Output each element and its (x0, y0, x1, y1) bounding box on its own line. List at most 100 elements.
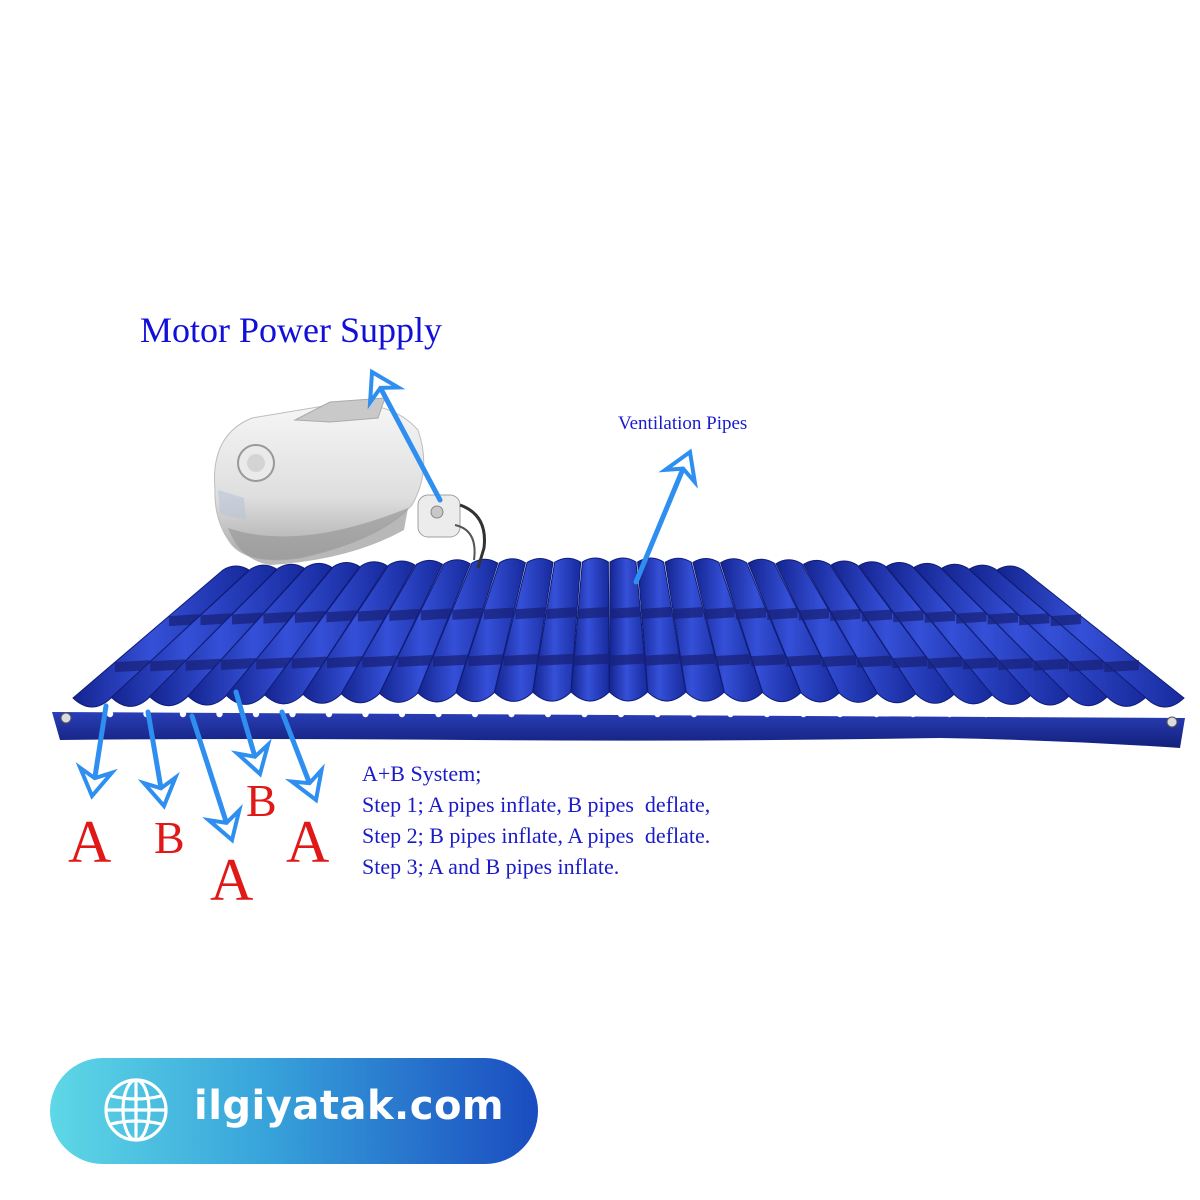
pipe-label-b2: B (246, 775, 277, 826)
pipe-label-a3: A (286, 809, 330, 875)
eyelet (179, 710, 187, 718)
step-1-text: Step 1; A pipes inflate, B pipes deflate… (362, 792, 711, 817)
pipe-strap (420, 608, 452, 621)
arrow-shaft (145, 709, 165, 799)
pipe-label-a1: A (68, 809, 112, 875)
eyelet (508, 710, 515, 718)
eyelet (471, 710, 479, 718)
ventilation-pipes-label: Ventilation Pipes (618, 413, 748, 434)
eyelet (398, 710, 406, 718)
pipe-strap (357, 609, 389, 622)
pipe-strap (291, 656, 327, 669)
grommet (1166, 716, 1178, 728)
pipe-strap (185, 658, 221, 671)
pipe-strap (256, 657, 291, 670)
arrow-head (202, 804, 243, 844)
pipe-strap (503, 653, 539, 666)
pipe-strap (1050, 614, 1081, 627)
pipe-strap (515, 607, 546, 620)
eyelet (763, 710, 771, 718)
eyelet (544, 710, 552, 718)
pipe-strap (483, 607, 515, 620)
pipe-label-b1: B (154, 812, 185, 863)
motor-power-supply-label: Motor Power Supply (140, 310, 443, 350)
arrow-head (230, 738, 272, 778)
arrow-head (284, 763, 325, 804)
pipe-strap (750, 654, 786, 667)
pipe-strap (998, 657, 1033, 670)
pipe-strap (856, 655, 892, 668)
motor-handle (293, 397, 386, 423)
pipe-strap (644, 653, 680, 666)
step-3-text: Step 3; A and B pipes inflate. (362, 854, 620, 879)
arrow-shaft (374, 378, 443, 503)
pipe-strap (861, 609, 893, 622)
pipe-strap (609, 653, 645, 666)
arrow-shaft (233, 689, 260, 767)
pipe-strap (326, 610, 357, 623)
eyelet (946, 710, 953, 718)
pipe-strap (200, 613, 231, 626)
eyelet (727, 710, 734, 718)
pipe-strap (538, 653, 574, 666)
ab-system-description: A+B System;Step 1; A pipes inflate, B pi… (362, 758, 710, 882)
motor-power-supply-unit (213, 397, 486, 569)
eyelet (617, 710, 625, 718)
globe-icon (104, 1078, 168, 1142)
eyelet (1019, 710, 1026, 718)
mattress-eyelets (60, 710, 1178, 728)
eyelet (325, 710, 333, 718)
pipe-strap (263, 611, 294, 624)
arrow-head (137, 771, 180, 810)
eyelet (1165, 710, 1172, 718)
pipe-strap (294, 610, 326, 623)
pipe-strap (821, 655, 857, 668)
arrow-head (658, 448, 698, 489)
arrow-shaft (91, 703, 109, 789)
pointer-arrows (75, 368, 698, 844)
pipe-strap (672, 606, 704, 619)
pipe-arrow-a2 (189, 713, 243, 844)
pipe-strap (1033, 658, 1069, 671)
air-pipes (72, 557, 1185, 708)
ventilation-arrow (633, 448, 698, 585)
mattress-base-sheet (52, 712, 1185, 748)
pipe-strap (715, 653, 751, 666)
pipe-strap (680, 653, 715, 666)
eyelet (106, 710, 114, 718)
pipe-strap (830, 608, 861, 621)
pipe-strap (432, 654, 468, 667)
air-pipe (996, 565, 1185, 708)
pipe-strap (956, 611, 987, 624)
motor-arrow (367, 368, 443, 503)
arrow-head (75, 762, 118, 800)
pipe-strap (231, 612, 263, 625)
pipe-strap (786, 654, 821, 667)
pipe-strap (220, 657, 256, 670)
pipe-strap (326, 656, 362, 669)
pipe-strap (893, 610, 924, 623)
eyelet (289, 710, 296, 718)
pipe-strap (578, 606, 609, 619)
step-2-text: Step 2; B pipes inflate, A pipes deflate… (362, 823, 711, 848)
eyelet (252, 710, 260, 718)
pipe-strap (397, 655, 433, 668)
eyelet (873, 710, 880, 718)
eyelet (216, 710, 223, 718)
pipe-strap (1104, 660, 1139, 673)
website-link[interactable]: ilgiyatak.com (194, 1083, 505, 1129)
pipe-strap (468, 654, 503, 667)
pipe-strap (924, 610, 956, 623)
eyelet (362, 710, 369, 718)
eyelet (800, 710, 807, 718)
pipe-arrow-a1 (75, 703, 118, 800)
pipe-strap (609, 606, 641, 619)
pipe-strap (962, 657, 998, 670)
pipe-label-a2: A (210, 847, 254, 913)
pipe-strap (1019, 613, 1050, 626)
pipe-arrow-b2 (230, 689, 272, 778)
arrow-shaft (189, 713, 232, 833)
mattress (52, 557, 1185, 748)
eyelet (1128, 710, 1136, 718)
